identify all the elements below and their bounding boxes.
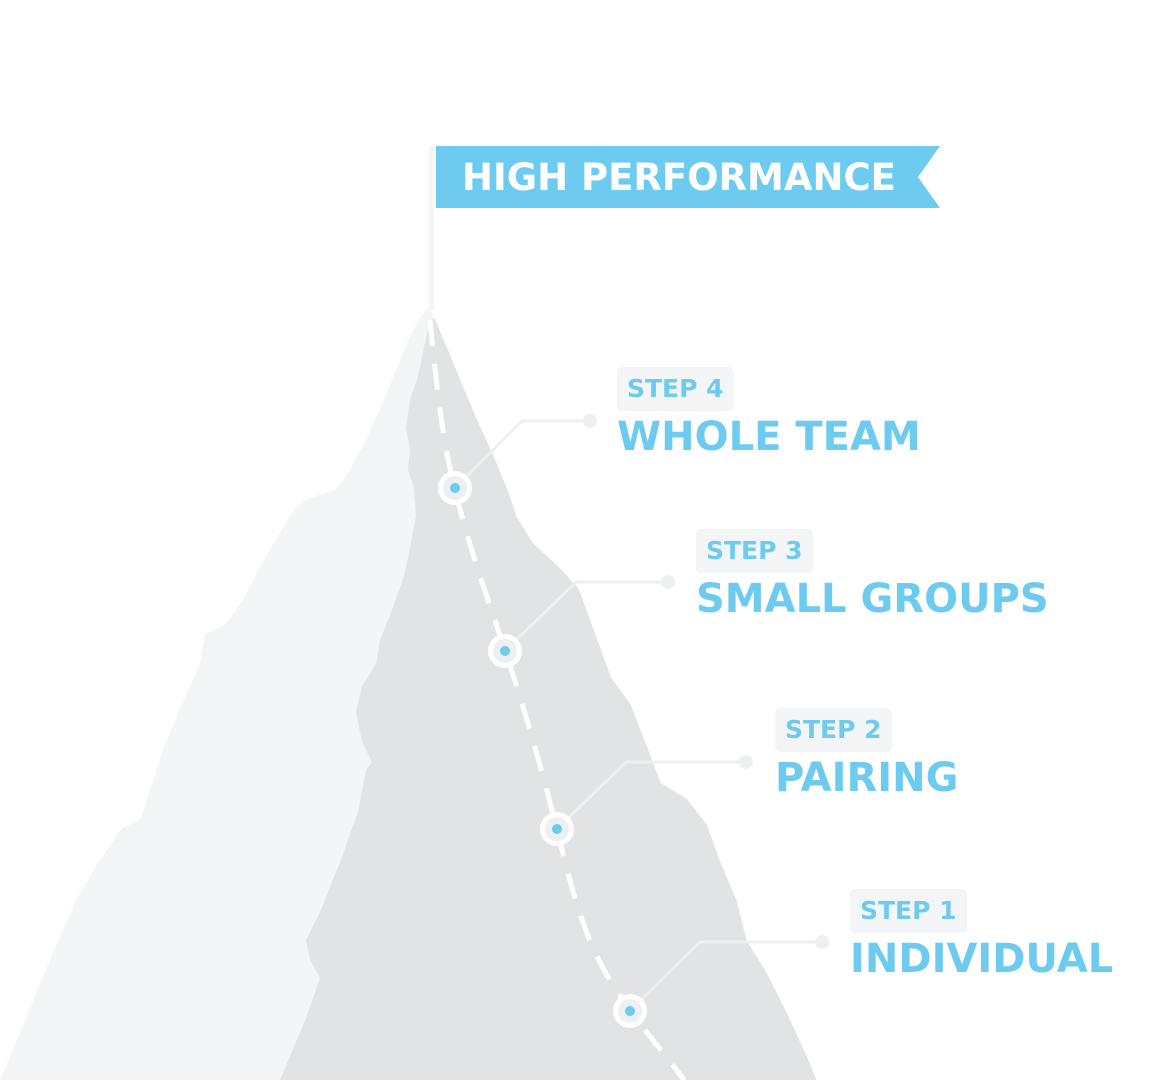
step-4-tag: STEP 4 [617,367,734,411]
step-3-label-group: STEP 3 SMALL GROUPS [696,529,1049,621]
connector-end-step-4 [583,414,597,428]
connector-step-1 [628,940,822,1013]
connector-lines [453,419,822,1013]
connector-end-step-3 [661,575,675,589]
connector-step-2 [555,760,746,831]
milestone-marker-step-4 [438,471,472,505]
step-3-tag: STEP 3 [696,529,813,573]
step-1-title: INDIVIDUAL [850,936,1114,982]
connector-step-3 [503,580,668,653]
connector-end-step-2 [739,755,753,769]
step-2-label-group: STEP 2 PAIRING [775,708,958,800]
step-1-tag: STEP 1 [850,889,967,933]
mountain-ridge-highlight [428,304,820,1081]
step-4-title: WHOLE TEAM [617,414,921,460]
flag-banner [436,146,940,208]
step-4-label-group: STEP 4 WHOLE TEAM [617,367,921,459]
milestone-marker-step-3 [488,634,522,668]
connector-end-step-1 [815,935,829,949]
milestone-marker-step-2 [540,812,574,846]
flag-label: HIGH PERFORMANCE [462,156,896,199]
step-3-title: SMALL GROUPS [696,576,1049,622]
step-2-title: PAIRING [775,755,959,801]
connector-step-4 [453,419,590,490]
milestone-marker-step-1 [613,994,647,1028]
step-1-label-group: STEP 1 INDIVIDUAL [850,889,1113,981]
step-2-tag: STEP 2 [775,708,892,752]
connector-endpoints [583,414,829,949]
flag-pole [429,146,434,310]
mountain-front [280,318,818,1080]
